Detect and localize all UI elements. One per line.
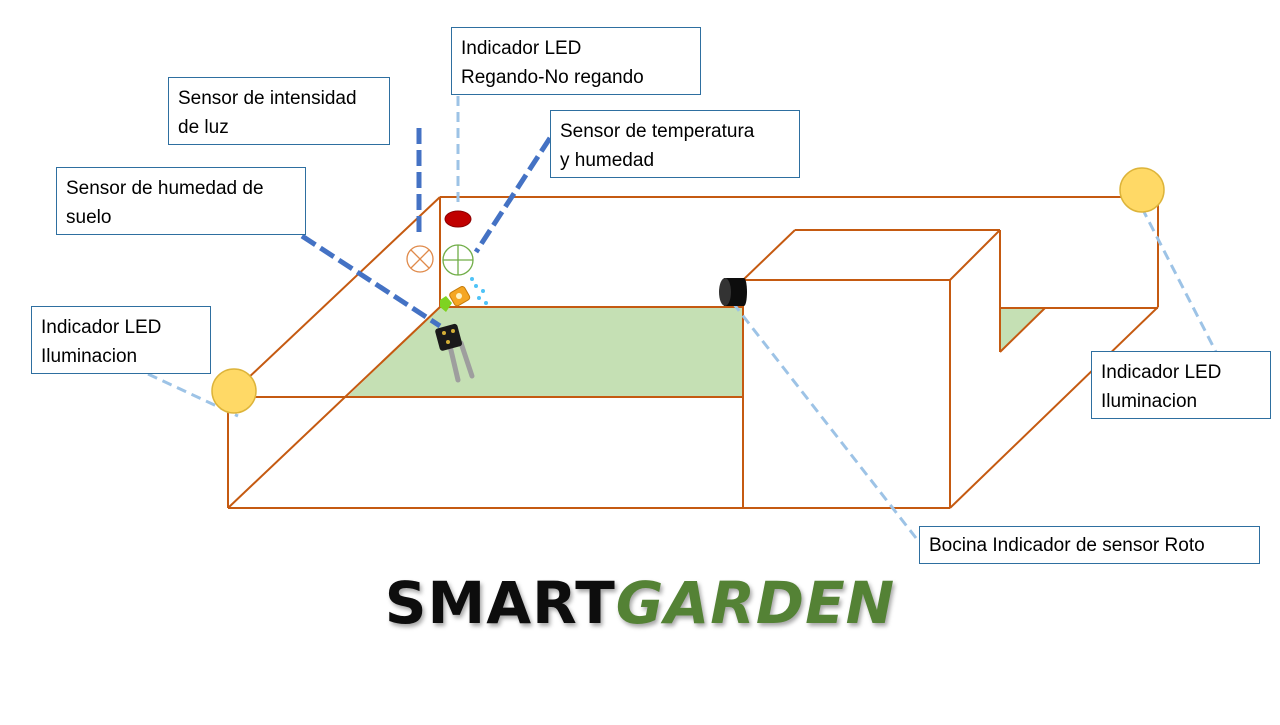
grass-area-left xyxy=(347,307,743,397)
leader-led-right xyxy=(1140,207,1218,353)
label-buzzer-line1: Bocina Indicador de sensor Roto xyxy=(929,535,1205,556)
label-led-watering: Indicador LED Regando-No regando xyxy=(451,27,701,95)
label-led-lighting-left-line2: Iluminacion xyxy=(41,346,138,367)
leader-lines xyxy=(147,96,1218,539)
label-light-sensor-line1: Sensor de intensidad xyxy=(178,88,357,109)
label-soil-humidity-sensor-line1: Sensor de humedad de xyxy=(66,178,264,199)
led-yellow-icon xyxy=(1119,167,1165,213)
label-led-lighting-left: Indicador LED Iluminacion xyxy=(31,306,211,374)
label-light-sensor: Sensor de intensidad de luz xyxy=(168,77,390,145)
label-led-lighting-right-line1: Indicador LED xyxy=(1101,362,1222,383)
page-title: SMARTGARDEN xyxy=(0,558,1280,648)
label-light-sensor-line2: de luz xyxy=(178,117,229,138)
leader-soil-sensor xyxy=(300,233,442,329)
label-buzzer: Bocina Indicador de sensor Roto xyxy=(919,526,1260,564)
leader-temp-sensor xyxy=(473,136,553,254)
label-soil-humidity-sensor-line2: suelo xyxy=(66,207,112,228)
label-led-watering-line2: Regando-No regando xyxy=(461,67,644,88)
label-led-lighting-right: Indicador LED Iluminacion xyxy=(1091,351,1271,419)
led-yellow-icon xyxy=(211,368,257,414)
title-smart: SMART xyxy=(384,569,616,637)
label-led-lighting-right-line2: Iluminacion xyxy=(1101,391,1198,412)
light-sensor-icon xyxy=(406,245,434,273)
label-led-lighting-left-line1: Indicador LED xyxy=(41,317,162,338)
temperature-sensor-icon xyxy=(442,244,474,276)
led-red-icon xyxy=(444,210,472,228)
water-pump-icon xyxy=(440,277,488,312)
title-garden: GARDEN xyxy=(615,569,896,637)
soil-probe-icon xyxy=(435,323,475,383)
label-soil-humidity-sensor: Sensor de humedad de suelo xyxy=(56,167,306,235)
leader-buzzer xyxy=(731,302,918,539)
label-temp-humidity-sensor-line1: Sensor de temperatura xyxy=(560,121,755,142)
buzzer-icon xyxy=(719,278,747,306)
label-temp-humidity-sensor-line2: y humedad xyxy=(560,150,655,171)
garden-box-outline xyxy=(227,196,1159,509)
label-temp-humidity-sensor: Sensor de temperatura y humedad xyxy=(550,110,800,178)
label-led-watering-line1: Indicador LED xyxy=(461,38,582,59)
